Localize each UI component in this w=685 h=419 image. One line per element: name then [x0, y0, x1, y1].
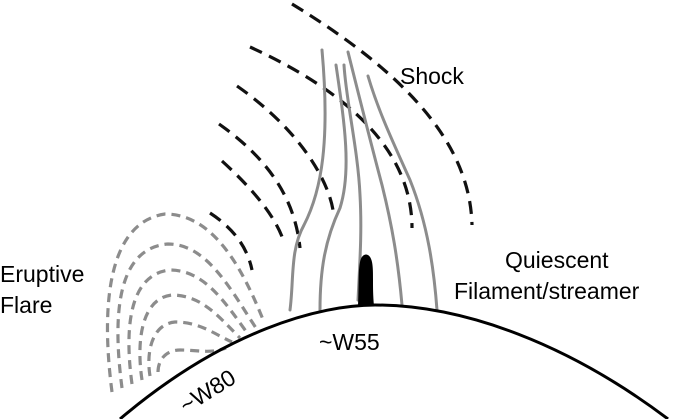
shock-fronts — [209, 2, 474, 271]
label-shock: Shock — [400, 63, 464, 89]
shock-arc-6 — [209, 211, 254, 271]
flare-loop-1 — [105, 212, 266, 393]
solar-limb — [119, 303, 669, 419]
label-w55: ~W55 — [319, 329, 380, 355]
streamer-line-4 — [346, 50, 404, 307]
streamer-line-5 — [366, 74, 439, 312]
shock-arc-1 — [291, 2, 474, 226]
label-eruptive-line2: Flare — [0, 292, 52, 318]
flare-loop-2 — [116, 242, 258, 389]
flare-loop-6 — [156, 346, 227, 373]
shock-arc-4 — [218, 122, 302, 249]
flare-loops — [105, 212, 266, 393]
flare-loop-5 — [147, 320, 233, 377]
streamer-line-2 — [318, 63, 348, 312]
shock-arc-2 — [249, 45, 414, 229]
shock-arc-3 — [236, 84, 335, 211]
filament — [358, 254, 374, 306]
label-quiescent-line2: Filament/streamer — [454, 278, 640, 304]
flare-loop-3 — [127, 268, 250, 385]
label-eruptive-line1: Eruptive — [0, 261, 84, 287]
label-quiescent-line1: Quiescent — [505, 247, 609, 273]
shock-arc-5 — [220, 159, 286, 243]
streamer-line-1 — [288, 48, 327, 312]
flare-loop-4 — [138, 293, 242, 381]
